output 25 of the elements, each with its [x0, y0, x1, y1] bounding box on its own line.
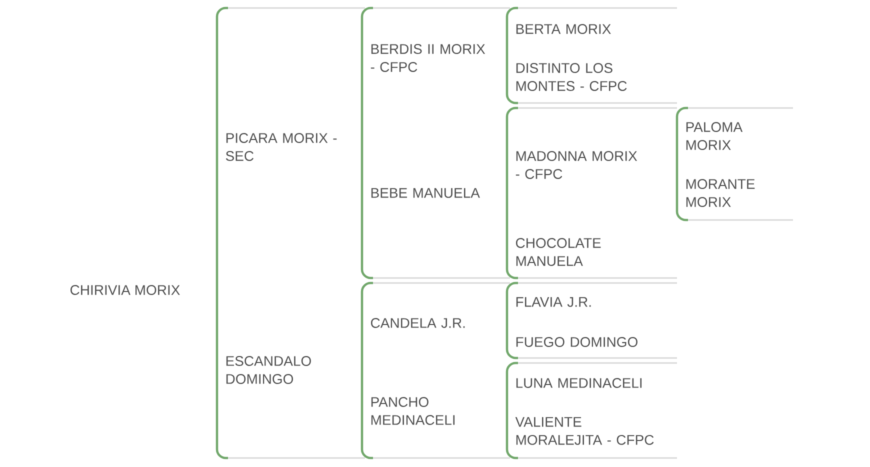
- pedigree-bracket: [360, 282, 511, 460]
- dog-name: BERTA MORIX: [516, 24, 611, 34]
- dog-name: CHOCOLATE MANUELA: [516, 238, 601, 266]
- pedigree-bracket: [676, 106, 794, 222]
- dog-name: PALOMA MORIX: [686, 122, 743, 150]
- dog-name: MADONNA MORIX - CFPC: [516, 151, 638, 179]
- dog-name: LUNA MEDINACELI: [516, 378, 642, 388]
- dog-name: FLAVIA J.R.: [516, 297, 591, 307]
- dog-name: FUEGO DOMINGO: [516, 337, 638, 347]
- dog-name: DISTINTO LOS MONTES - CFPC: [516, 63, 627, 91]
- pedigree-bracket: [216, 6, 366, 460]
- dog-name: BEBE MANUELA: [371, 188, 480, 198]
- pedigree-bracket: [506, 106, 678, 280]
- dog-name: VALIENTE MORALEJITA - CFPC: [515, 417, 654, 445]
- pedigree-bracket: [506, 282, 678, 360]
- dog-name: MORANTE MORIX: [686, 179, 755, 207]
- dog-name: CHIRIVIA MORIX: [70, 285, 180, 295]
- pedigree-bracket: [360, 6, 511, 280]
- dog-name: ESCANDALO DOMINGO: [226, 356, 311, 384]
- dog-name: PICARA MORIX - SEC: [226, 133, 337, 161]
- pedigree-bracket: [506, 6, 678, 104]
- dog-name: BERDIS II MORIX - CFPC: [370, 44, 486, 72]
- dog-name: PANCHO MEDINACELI: [371, 397, 455, 425]
- pedigree-bracket: [506, 362, 678, 460]
- dog-name: CANDELA J.R.: [370, 318, 465, 328]
